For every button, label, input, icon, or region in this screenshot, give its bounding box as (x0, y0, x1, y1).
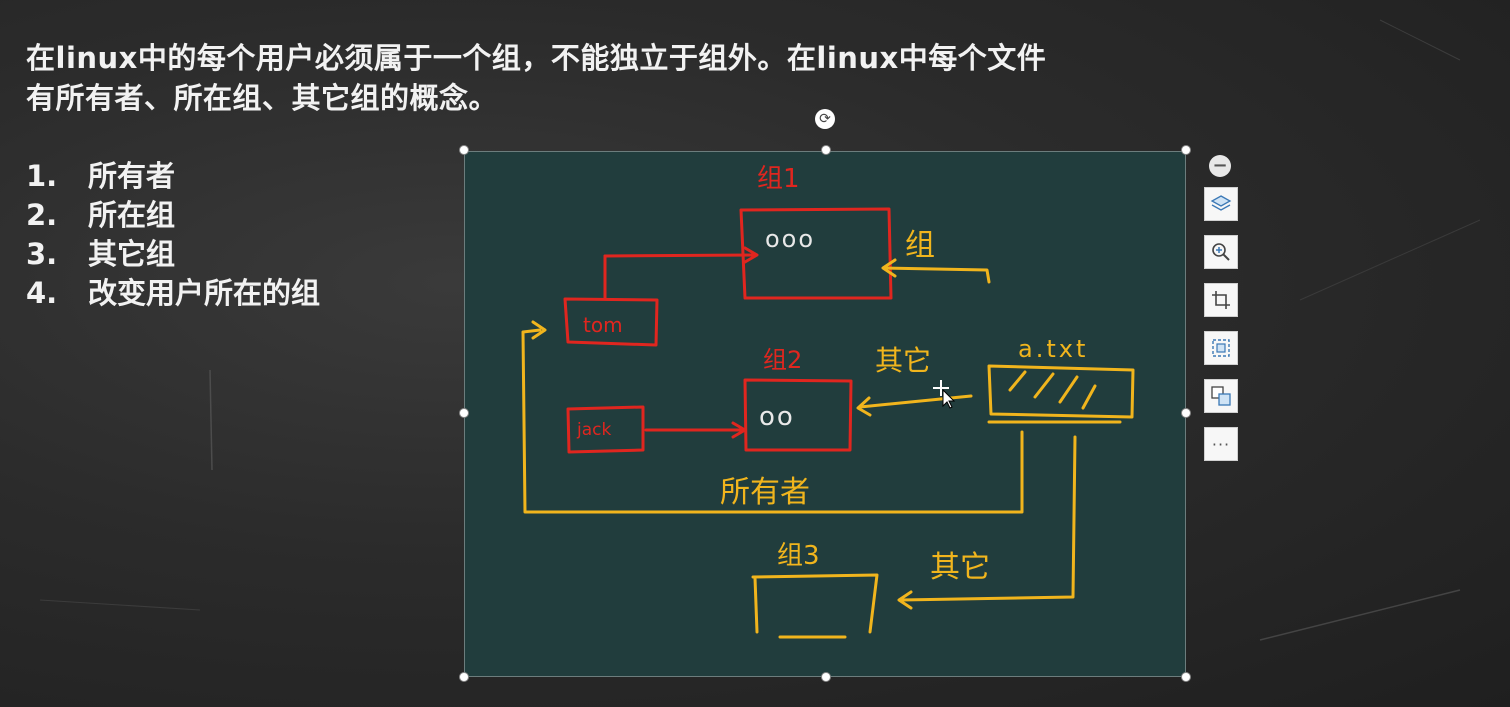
fit-button[interactable] (1204, 331, 1238, 365)
file-box (987, 364, 1135, 419)
group1-label: 组1 (757, 164, 800, 194)
resize-handle-top-left[interactable] (459, 145, 469, 155)
list-item: 2. 所在组 (26, 196, 320, 235)
list-item: 1. 所有者 (26, 157, 320, 196)
swap-image-icon (1211, 386, 1231, 406)
list-item-label: 改变用户所在的组 (88, 276, 321, 310)
resize-handle-bottom-left[interactable] (459, 672, 469, 682)
slide-heading: 在linux中的每个用户必须属于一个组，不能独立于组外。在linux中每个文件 … (26, 38, 1206, 118)
group2-members: oo (759, 402, 795, 432)
resize-handle-left[interactable] (459, 408, 469, 418)
group1-members: ooo (765, 225, 815, 253)
list-item-label: 所在组 (88, 198, 176, 232)
list-item-label: 所有者 (88, 159, 176, 193)
resize-handle-top-right[interactable] (1181, 145, 1191, 155)
jack-box (566, 405, 645, 454)
list-item-number: 2. (26, 198, 58, 232)
concept-list: 1. 所有者 2. 所在组 3. 其它组 4. 改变用户所在的组 (26, 157, 320, 313)
resize-handle-right[interactable] (1181, 408, 1191, 418)
fit-icon (1212, 339, 1230, 357)
selected-diagram-image[interactable]: 组1 ooo tom 组2 oo jack 组 其它 a.txt 所有者 其它 … (464, 151, 1186, 677)
swap-image-button[interactable] (1204, 379, 1238, 413)
group-arrow-label: 组 (905, 228, 935, 263)
list-item-number: 4. (26, 276, 58, 310)
heading-line-1: 在linux中的每个用户必须属于一个组，不能独立于组外。在linux中每个文件 (26, 41, 1047, 75)
group-arrow (883, 266, 991, 284)
list-item-number: 1. (26, 159, 58, 193)
rotate-handle-icon[interactable]: ⟳ (815, 109, 835, 129)
resize-handle-bottom[interactable] (821, 672, 831, 682)
group2-box (743, 378, 853, 452)
owner-label: 所有者 (720, 475, 810, 510)
list-item-number: 3. (26, 237, 58, 271)
group1-box (739, 207, 893, 300)
move-cursor-icon (933, 380, 956, 409)
other-arrow-bottom (899, 435, 1077, 602)
hand-drawn-diagram: 组1 ooo tom 组2 oo jack 组 其它 a.txt 所有者 其它 … (521, 164, 1135, 639)
jack-label: jack (576, 420, 611, 440)
resize-handle-bottom-right[interactable] (1181, 672, 1191, 682)
other-bottom-label: 其它 (930, 550, 990, 585)
tom-arrow (603, 253, 757, 258)
list-item: 4. 改变用户所在的组 (26, 274, 320, 313)
tom-box (563, 297, 659, 347)
zoom-in-icon (1212, 243, 1230, 261)
heading-line-2: 有所有者、所在组、其它组的概念。 (26, 81, 499, 115)
more-icon[interactable]: ··· (1204, 427, 1238, 461)
layers-button[interactable] (1204, 187, 1238, 221)
crop-icon (1212, 291, 1230, 309)
tom-label: tom (583, 313, 623, 337)
list-item: 3. 其它组 (26, 235, 320, 274)
list-item-label: 其它组 (88, 237, 176, 271)
other-arrow-top (858, 394, 973, 409)
owner-arrow (521, 328, 1024, 514)
file-label: a.txt (1018, 335, 1088, 363)
other-top-label: 其它 (875, 344, 931, 377)
group3-box (751, 573, 879, 634)
layers-icon (1210, 195, 1232, 211)
minus-icon[interactable]: − (1209, 155, 1231, 177)
crop-button[interactable] (1204, 283, 1238, 317)
group3-label: 组3 (777, 541, 820, 571)
zoom-in-button[interactable] (1204, 235, 1238, 269)
resize-handle-top[interactable] (821, 145, 831, 155)
group2-label: 组2 (763, 346, 802, 374)
